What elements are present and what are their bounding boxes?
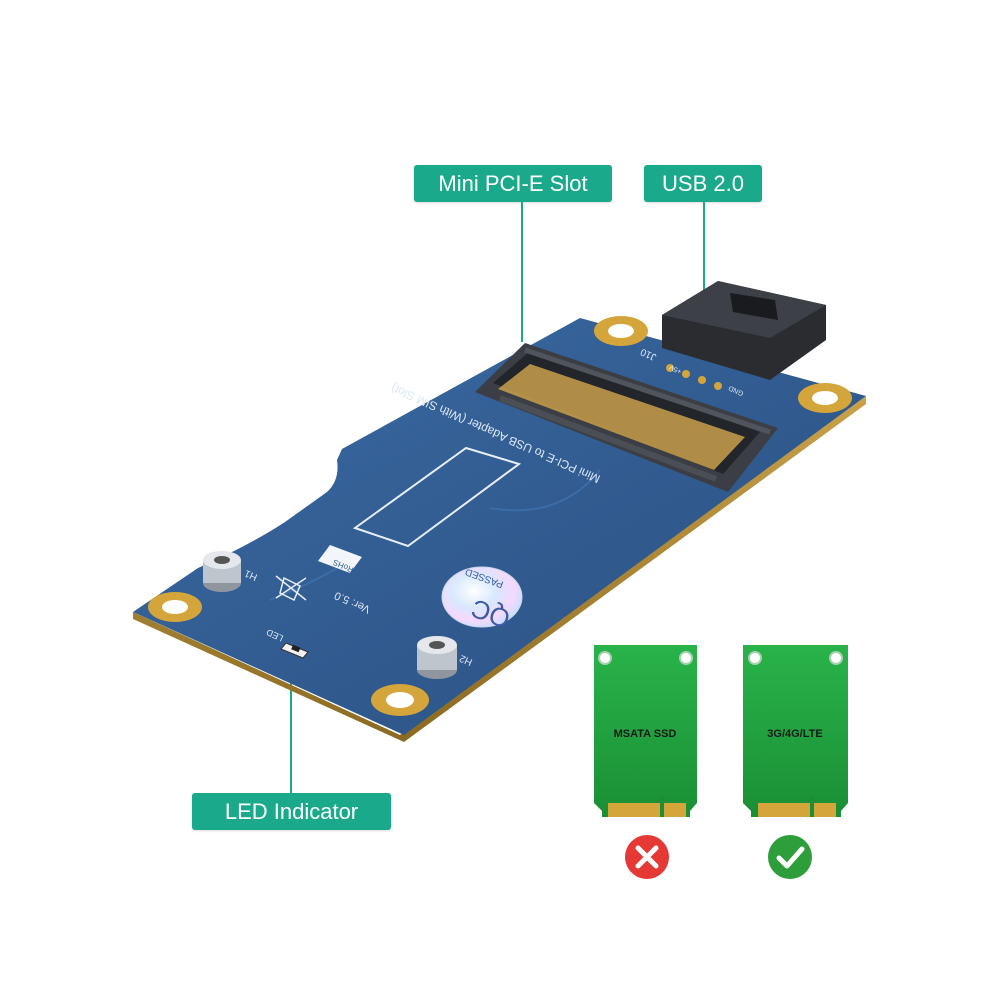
lte-card: 3G/4G/LTE [743,645,848,817]
weee-bin-icon [275,575,307,602]
hole-h1-silk: H1 [243,567,260,582]
usb-header-connector [662,281,826,390]
mini-pcie-slot-leader [521,202,523,342]
mounting-hole-bottom-left [148,592,202,622]
standoff-h2 [417,636,457,679]
usb-2-callout: USB 2.0 [644,165,762,202]
standoff-h1 [203,551,241,592]
mounting-hole-bottom-center [371,684,429,716]
mini-pcie-slot-connector [475,343,778,492]
led-indicator-component [280,642,309,659]
msata-ssd-label: MSATA SSD [614,728,677,740]
lte-card-label: 3G/4G/LTE [767,728,822,740]
led-indicator-callout: LED Indicator [192,793,391,830]
mini-pcie-slot-callout: Mini PCI-E Slot [414,165,612,202]
pin-5v-silk: +5V [668,363,683,375]
usb-2-leader [703,202,705,294]
led-indicator-leader [290,652,292,793]
compatible-check-icon [768,835,812,879]
msata-ssd-card: MSATA SSD [594,645,697,817]
incompatible-x-icon [625,835,669,879]
mounting-hole-top-left [594,316,648,346]
mounting-hole-top-right [798,383,852,413]
hole-h2-silk: H2 [458,652,475,667]
